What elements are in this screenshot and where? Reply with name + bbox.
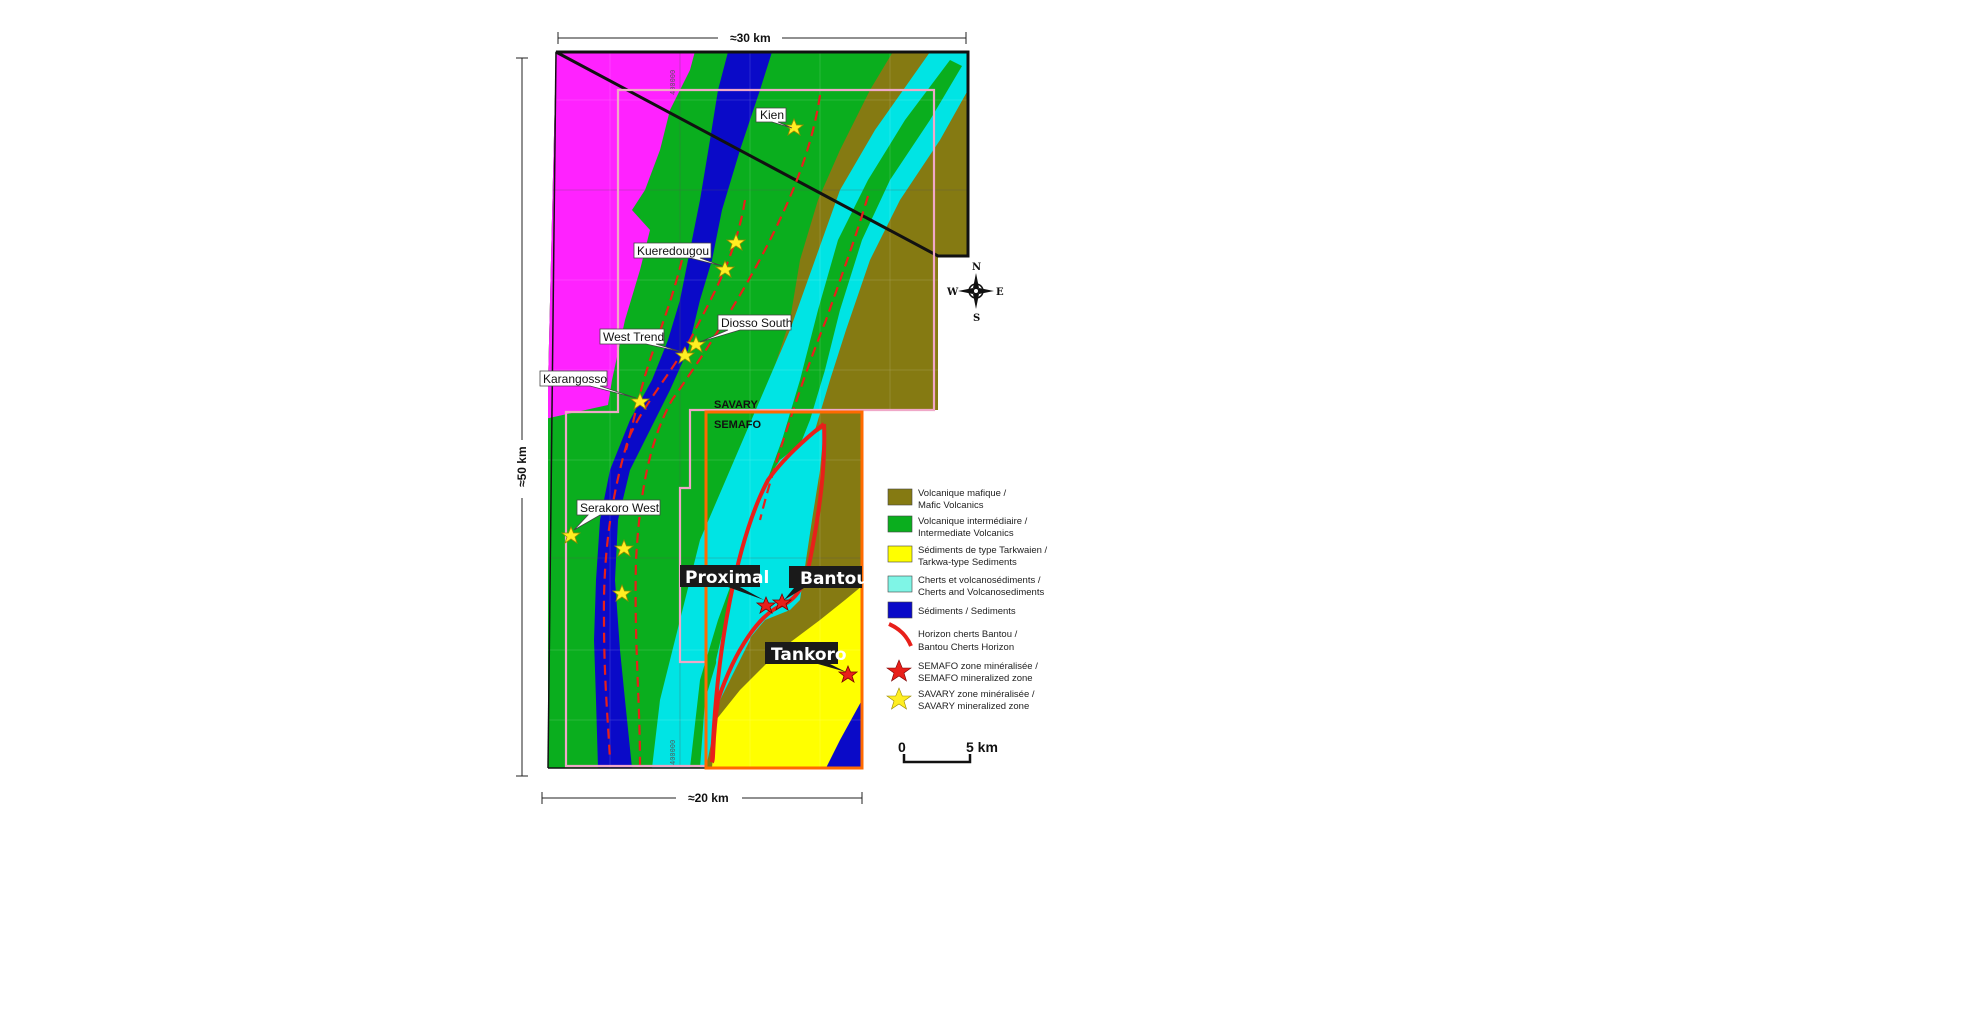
legend-swatch-intermediate <box>887 515 913 533</box>
legend-tarkwa-line1: Sédiments de type Tarkwaien / <box>918 545 1048 556</box>
semafo-stars <box>755 592 859 683</box>
label-serakoro-west: Serakoro West <box>580 501 660 515</box>
dimension-lines <box>516 32 967 804</box>
savary-permit-outline <box>564 88 936 768</box>
legend-cherts-line2: Cherts and Volcanosediments <box>918 587 1044 598</box>
semafo-star-bantou[interactable] <box>771 592 793 611</box>
legend-horizon-line2: Bantou Cherts Horizon <box>918 642 1014 653</box>
legend-swatch-cherts <box>887 575 913 593</box>
label-bantou: Bantou <box>800 569 868 589</box>
savary-star-karangosso[interactable] <box>629 391 651 410</box>
label-kueredougou: Kueredougou <box>637 244 709 258</box>
savary-star-kien[interactable] <box>783 117 805 136</box>
compass-e: E <box>996 287 1004 298</box>
savary-star-serakoro-2[interactable] <box>613 538 635 557</box>
semafo-star-tankoro[interactable] <box>837 664 859 683</box>
legend-intermediate-line1: Volcanique intermédiaire / <box>918 516 1028 527</box>
savary-star-kueredougou-1[interactable] <box>725 232 747 251</box>
compass-w: W <box>946 287 959 298</box>
legend: Volcanique mafique / Mafic Volcanics Vol… <box>886 488 1048 712</box>
legend-semafo-star-icon <box>886 659 912 682</box>
structural-traces <box>602 94 870 766</box>
legend-savary-line1: SAVARY zone minéralisée / <box>918 689 1035 700</box>
legend-swatch-sediments <box>887 601 913 619</box>
legend-mafic-line2: Mafic Volcanics <box>918 500 984 511</box>
label-semafo-permit: SEMAFO <box>714 419 762 431</box>
label-kien: Kien <box>760 108 784 122</box>
label-west-trend: West Trend <box>603 330 664 344</box>
grid-label-top: 400000 <box>670 70 678 95</box>
savary-callouts: Kien Kueredougou Diosso South West Trend… <box>539 107 792 531</box>
label-tankoro: Tankoro <box>771 645 847 665</box>
label-proximal: Proximal <box>685 568 769 588</box>
compass-s: S <box>973 313 980 324</box>
cherts-unit-semafo <box>716 428 824 690</box>
label-karangosso: Karangosso <box>543 372 607 386</box>
label-savary-permit: SAVARY <box>714 399 758 411</box>
legend-horizon-line1: Horizon cherts Bantou / <box>918 629 1018 640</box>
savary-stars <box>560 117 805 602</box>
dimension-left: ≈50 km <box>515 446 529 487</box>
legend-mafic-line1: Volcanique mafique / <box>918 488 1007 499</box>
legend-swatch-mafic <box>887 488 913 506</box>
map-frame <box>555 50 970 258</box>
sediments-unit-se <box>826 700 862 768</box>
dimension-top: ≈30 km <box>730 31 771 45</box>
legend-cherts-line1: Cherts et volcanosédiments / <box>918 575 1041 586</box>
legend-tarkwa-line2: Tarkwa-type Sediments <box>918 557 1017 568</box>
compass-n: N <box>972 262 981 273</box>
legend-swatch-tarkwa <box>887 545 913 563</box>
savary-star-kueredougou-2[interactable] <box>714 259 736 278</box>
savary-star-diosso-south[interactable] <box>685 334 707 353</box>
legend-intermediate-line2: Intermediate Volcanics <box>918 528 1014 539</box>
savary-star-serakoro-3[interactable] <box>611 583 633 602</box>
label-diosso-south: Diosso South <box>721 316 792 330</box>
semafo-callouts: Proximal Bantou Tankoro <box>680 565 868 672</box>
legend-savary-line2: SAVARY mineralized zone <box>918 701 1029 712</box>
semafo-star-proximal[interactable] <box>755 595 777 614</box>
scale-bar: 0 5 km <box>898 739 998 764</box>
scale-start: 0 <box>898 739 906 755</box>
legend-semafo-line1: SEMAFO zone minéralisée / <box>918 661 1038 672</box>
savary-star-serakoro-west[interactable] <box>560 525 582 544</box>
map-frame-left <box>547 51 557 769</box>
legend-semafo-line2: SEMAFO mineralized zone <box>918 673 1033 684</box>
grid-label-bottom: 400000 <box>670 740 678 765</box>
tarkwa-sediments-unit <box>712 586 862 768</box>
sediments-unit <box>594 52 772 768</box>
scale-end: 5 km <box>966 739 998 755</box>
semafo-permit-outline <box>704 410 864 770</box>
north-arrow-icon: N S E W <box>946 262 1004 324</box>
dimension-bottom: ≈20 km <box>688 791 729 805</box>
legend-sediments-line1: Sédiments / Sediments <box>918 606 1016 617</box>
savary-star-west-trend[interactable] <box>674 345 696 364</box>
legend-savary-star-icon <box>886 687 912 710</box>
legend-horizon-icon <box>888 622 913 647</box>
